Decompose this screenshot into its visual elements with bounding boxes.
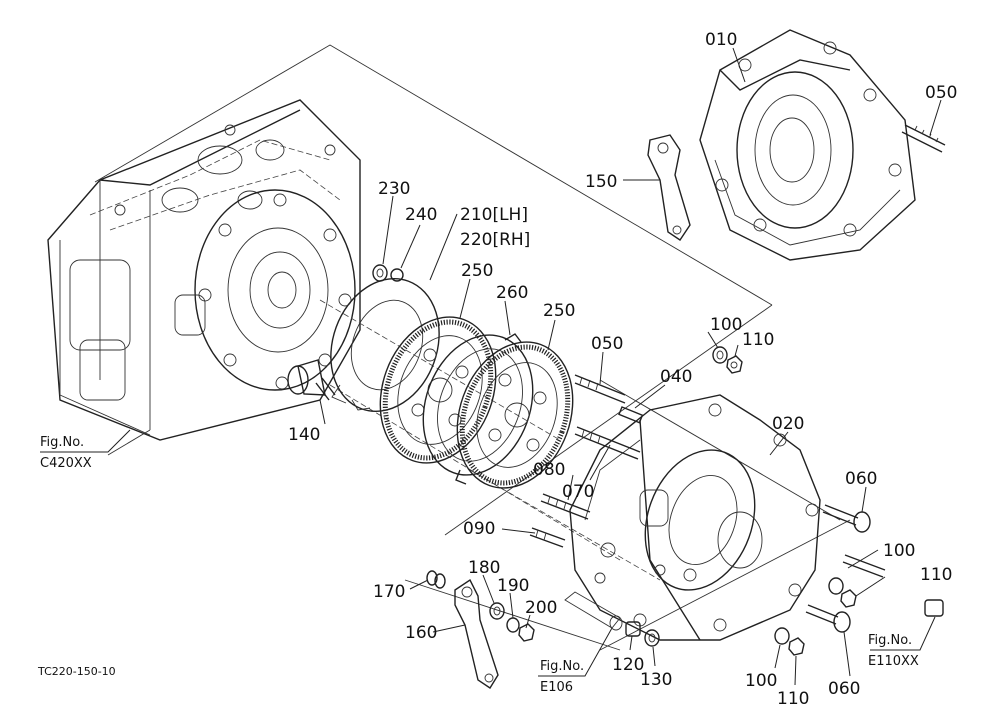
callout-110-bottom: 110 bbox=[777, 689, 809, 709]
callout-100-right: 100 bbox=[883, 541, 915, 561]
stud-e110 bbox=[842, 554, 944, 617]
callout-080: 080 bbox=[533, 460, 565, 480]
callout-240: 240 bbox=[405, 205, 437, 225]
lever-160 bbox=[454, 578, 499, 689]
callout-040: 040 bbox=[660, 367, 692, 387]
callout-250-b: 250 bbox=[543, 301, 575, 321]
callout-020: 020 bbox=[772, 414, 804, 434]
washer-190 bbox=[506, 617, 520, 633]
fig-ref-label-right: Fig.No. bbox=[868, 633, 912, 648]
drawing-code: TC220-150-10 bbox=[37, 665, 116, 678]
callout-010: 010 bbox=[705, 30, 737, 50]
fig-ref-code-left: C420XX bbox=[40, 456, 92, 471]
callout-060-lower: 060 bbox=[828, 679, 860, 699]
nut-110-bottom bbox=[788, 637, 805, 656]
callout-220: 220[RH] bbox=[460, 230, 530, 250]
ball-240 bbox=[390, 268, 404, 282]
stud-050-top bbox=[901, 124, 946, 153]
bolt-060-upper bbox=[822, 504, 871, 533]
washer-100-bottom bbox=[774, 627, 790, 645]
transmission-case bbox=[47, 99, 361, 441]
nut-190 bbox=[518, 623, 535, 642]
friction-disc-250-b bbox=[456, 341, 574, 489]
callout-250-a: 250 bbox=[461, 261, 493, 281]
washer-180 bbox=[489, 602, 505, 620]
nut-110-top bbox=[726, 355, 743, 374]
callout-190: 190 bbox=[497, 576, 529, 596]
callout-050-top: 050 bbox=[925, 83, 957, 103]
fig-ref-label-middle: Fig.No. bbox=[540, 659, 584, 674]
stud-050-front bbox=[574, 374, 626, 404]
callout-200: 200 bbox=[525, 598, 557, 618]
washer-130 bbox=[644, 629, 660, 647]
callout-110-top: 110 bbox=[742, 330, 774, 350]
callout-050-front: 050 bbox=[591, 334, 623, 354]
lever-150 bbox=[647, 134, 691, 241]
separator-plate-260 bbox=[422, 333, 534, 485]
callout-100-top: 100 bbox=[710, 315, 742, 335]
washer-100-top bbox=[712, 346, 728, 364]
callout-100-bottom: 100 bbox=[745, 671, 777, 691]
shaft-200 bbox=[564, 591, 623, 631]
callout-130: 130 bbox=[640, 670, 672, 690]
stud-070 bbox=[574, 426, 641, 460]
fig-ref-e110xx: Fig.No. E110XX bbox=[868, 633, 919, 669]
fig-ref-e106: Fig.No. E106 bbox=[540, 659, 584, 695]
callout-070: 070 bbox=[562, 482, 594, 502]
washer-100-right bbox=[828, 577, 844, 595]
clutch-housing-010 bbox=[699, 29, 916, 261]
callout-150: 150 bbox=[585, 172, 617, 192]
callout-160: 160 bbox=[405, 623, 437, 643]
shaft-140 bbox=[287, 359, 336, 401]
callout-110-right: 110 bbox=[920, 565, 952, 585]
nut-110-right bbox=[840, 589, 857, 608]
callout-180: 180 bbox=[468, 558, 500, 578]
callout-labels: 010 050 150 230 240 210[LH] 220[RH] 250 … bbox=[288, 30, 957, 709]
callout-120: 120 bbox=[612, 655, 644, 675]
friction-disc-250-a bbox=[379, 316, 497, 464]
callout-140: 140 bbox=[288, 425, 320, 445]
clutch-case-020 bbox=[569, 394, 821, 641]
callout-210: 210[LH] bbox=[460, 205, 528, 225]
fig-ref-code-middle: E106 bbox=[540, 680, 573, 695]
callout-170: 170 bbox=[373, 582, 405, 602]
callout-230: 230 bbox=[378, 179, 410, 199]
bolt-120 bbox=[625, 621, 641, 637]
leader-lines bbox=[40, 47, 942, 686]
fig-ref-code-right: E110XX bbox=[868, 654, 919, 669]
pin-040 bbox=[618, 406, 644, 424]
callout-090: 090 bbox=[463, 519, 495, 539]
stud-090 bbox=[529, 527, 566, 548]
fig-ref-c420xx: Fig.No. C420XX bbox=[40, 435, 92, 471]
bolt-060-lower bbox=[805, 604, 851, 633]
stud-080 bbox=[540, 493, 591, 520]
callout-260: 260 bbox=[496, 283, 528, 303]
pressure-plate-210-220 bbox=[330, 277, 440, 413]
fig-ref-label-left: Fig.No. bbox=[40, 435, 84, 450]
washer-230 bbox=[372, 264, 388, 282]
o-rings-170 bbox=[426, 570, 446, 589]
callout-060-upper: 060 bbox=[845, 469, 877, 489]
